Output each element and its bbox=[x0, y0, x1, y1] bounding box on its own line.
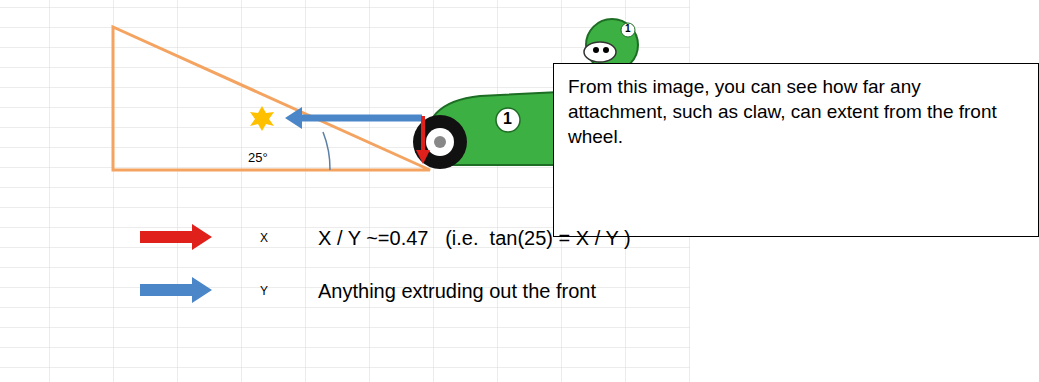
car-number: 1 bbox=[503, 110, 512, 128]
blue-legend-arrow bbox=[140, 277, 212, 303]
legend-key: X bbox=[260, 231, 268, 245]
callout-box: From this image, you can see how far any… bbox=[553, 63, 1039, 237]
angle-label: 25° bbox=[248, 150, 268, 165]
callout-text: From this image, you can see how far any… bbox=[568, 74, 1024, 149]
red-legend-arrow bbox=[140, 224, 212, 250]
helmet-number: 1 bbox=[625, 23, 631, 34]
ratio-note: X / Y ~=0.47 (i.e. tan(25) = X / Y ) bbox=[318, 227, 631, 250]
red-arrow bbox=[416, 150, 430, 164]
legend-text: Anything extruding out the front bbox=[318, 280, 596, 303]
blue-arrow bbox=[285, 107, 302, 129]
ramp-triangle bbox=[113, 27, 430, 170]
angle-arc bbox=[323, 132, 330, 170]
legend-key: Y bbox=[260, 284, 268, 298]
claw-mark bbox=[250, 106, 274, 131]
